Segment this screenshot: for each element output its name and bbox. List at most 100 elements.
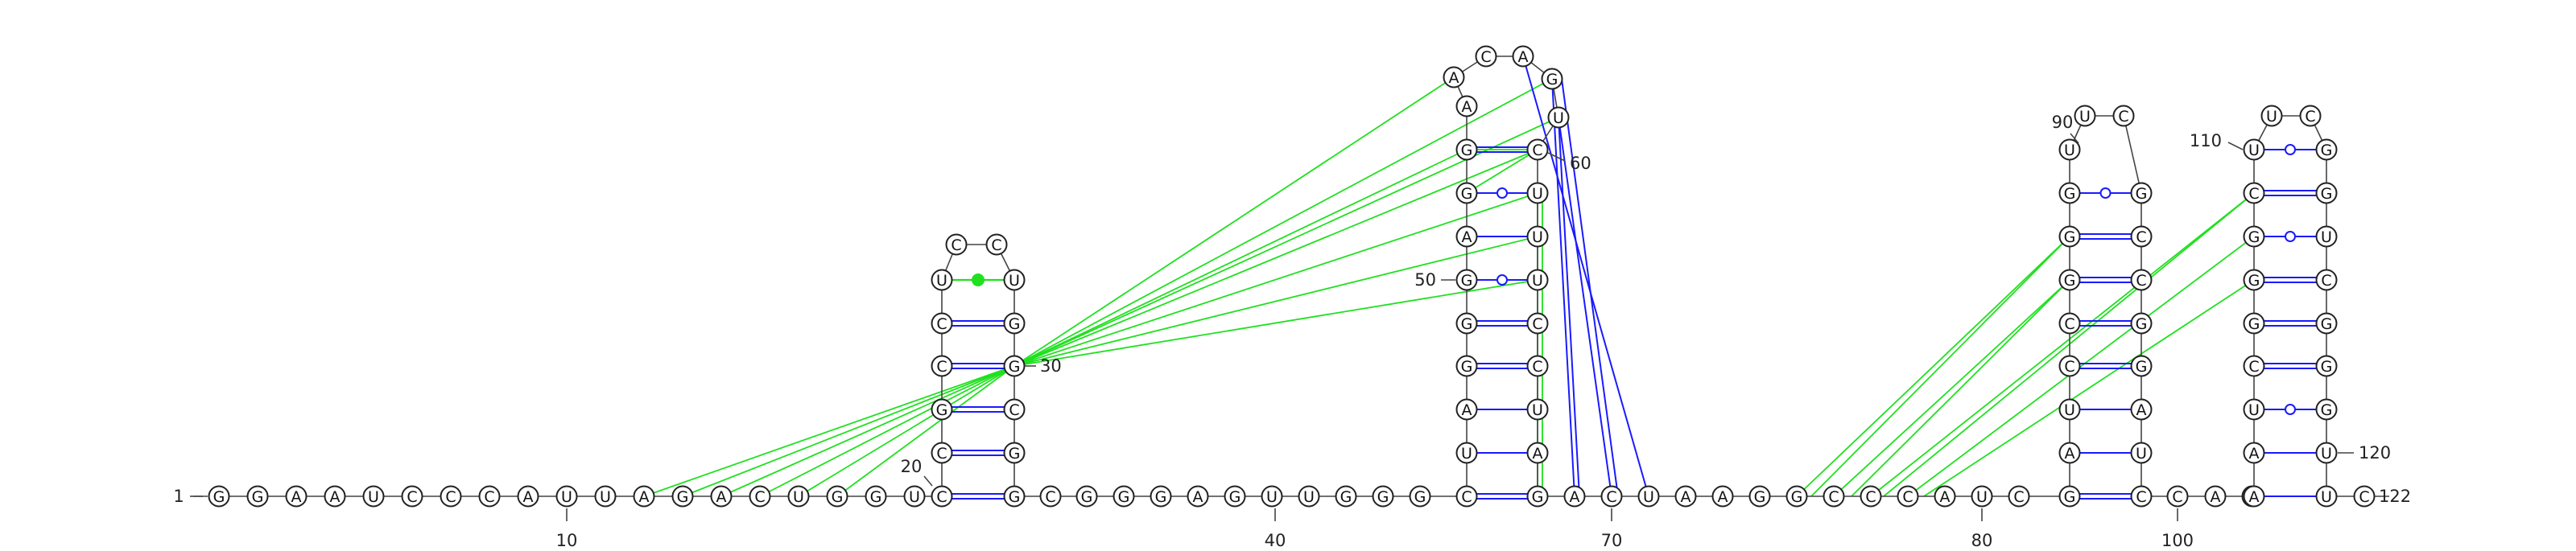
nucleotide-circle bbox=[2204, 485, 2227, 508]
nucleotide-A: A bbox=[517, 485, 539, 508]
axis-tick-label: 80 bbox=[1971, 531, 1993, 550]
nucleotide-circle bbox=[1298, 485, 1320, 508]
nucleotide-circle bbox=[2058, 182, 2081, 204]
nucleotide-U: U bbox=[2058, 398, 2081, 421]
nucleotide-letter: A bbox=[716, 488, 727, 506]
nucleotide-letter: U bbox=[936, 272, 947, 290]
nucleotide-A: A bbox=[1443, 66, 1465, 88]
pseudoknot-link bbox=[720, 365, 1015, 497]
nucleotide-circle bbox=[2243, 312, 2265, 335]
nucleotide-letter: A bbox=[1940, 488, 1951, 506]
nucleotide-circle bbox=[945, 233, 968, 256]
nucleotide-letter: A bbox=[291, 488, 302, 506]
nucleotide-circle bbox=[324, 485, 346, 508]
nucleotide-A: A bbox=[1455, 398, 1478, 421]
nucleotide-letter: G bbox=[2321, 315, 2333, 333]
nucleotide-circle bbox=[2243, 442, 2265, 464]
nucleotide-letter: C bbox=[2321, 272, 2331, 290]
nucleotide-circle bbox=[931, 442, 953, 464]
nucleotide-circle bbox=[285, 485, 308, 508]
nucleotide-G: G bbox=[2315, 138, 2338, 161]
nucleotide-G: G bbox=[826, 485, 848, 508]
nucleotide-circle bbox=[2130, 485, 2153, 508]
nucleotide-U: U bbox=[2130, 442, 2153, 464]
nucleotide-circle bbox=[1455, 269, 1478, 291]
nucleotide-G: G bbox=[1785, 485, 1808, 508]
nucleotide-C: C bbox=[1897, 485, 1919, 508]
nucleotide-U: U bbox=[2243, 138, 2265, 161]
nucleotide-A: A bbox=[1455, 225, 1478, 248]
nucleotide-circle bbox=[1187, 485, 1209, 508]
nucleotide-letter: U bbox=[2136, 445, 2147, 463]
wobble-pair-marker bbox=[2285, 231, 2296, 242]
nucleotide-circle bbox=[1455, 355, 1478, 377]
nucleotide-U: U bbox=[362, 485, 385, 508]
nucleotide-A: A bbox=[1711, 485, 1734, 508]
nucleotide-circle bbox=[2243, 269, 2265, 291]
nucleotide-letter: G bbox=[2064, 272, 2076, 290]
nucleotide-circle bbox=[1150, 485, 1172, 508]
nucleotide-letter: A bbox=[1533, 445, 1543, 463]
nucleotide-circle bbox=[2243, 398, 2265, 421]
nucleotide-letter: U bbox=[1532, 272, 1543, 290]
nucleotide-letter: G bbox=[936, 401, 948, 419]
nucleotide-letter: C bbox=[2136, 272, 2146, 290]
nucleotide-circle bbox=[1335, 485, 1357, 508]
pseudoknot-link bbox=[1013, 279, 1538, 367]
nucleotide-letter: U bbox=[2321, 488, 2332, 506]
nucleotide-C: C bbox=[401, 485, 423, 508]
nucleotide-circle bbox=[1526, 355, 1549, 377]
pseudoknot-link bbox=[1558, 117, 1580, 497]
nucleotide-circle bbox=[2260, 105, 2283, 127]
nucleotide-letter: G bbox=[2321, 185, 2333, 203]
nucleotide-circle bbox=[1455, 312, 1478, 335]
pseudoknot-green-links bbox=[643, 76, 2255, 497]
base-pairs bbox=[952, 144, 2317, 500]
nucleotide-circle bbox=[2315, 182, 2338, 204]
nucleotide-circle bbox=[1526, 269, 1549, 291]
nucleotide-circle bbox=[1455, 138, 1478, 161]
nucleotide-C: C bbox=[2058, 355, 2081, 377]
position-leader bbox=[2227, 142, 2244, 150]
nucleotide-U: U bbox=[1526, 398, 1549, 421]
nucleotide-C: C bbox=[2112, 105, 2135, 127]
nucleotide-C: C bbox=[931, 485, 953, 508]
nucleotide-circle bbox=[1455, 485, 1478, 508]
nucleotide-circle bbox=[1455, 95, 1478, 117]
nucleotide-circle bbox=[1075, 485, 1098, 508]
nucleotide-U: U bbox=[903, 485, 926, 508]
nucleotide-C: C bbox=[1823, 485, 1845, 508]
nucleotide-letter: C bbox=[1606, 488, 1616, 506]
nucleotide-letter: G bbox=[1009, 315, 1021, 333]
nucleotide-circle bbox=[2130, 269, 2153, 291]
nucleotide-circle bbox=[710, 485, 733, 508]
nucleotide-G: G bbox=[1335, 485, 1357, 508]
pseudoknot-link bbox=[1558, 117, 1612, 497]
pseudoknot-blue-links bbox=[1522, 56, 1649, 497]
nucleotide-letter: G bbox=[2321, 142, 2333, 159]
nucleotide-circle bbox=[2112, 105, 2135, 127]
nucleotide-A: A bbox=[2243, 442, 2265, 464]
nucleotide-circle bbox=[2315, 138, 2338, 161]
nucleotide-letter: C bbox=[1009, 401, 1019, 419]
position-label-110: 110 bbox=[2190, 131, 2222, 150]
nucleotide-letter: G bbox=[1009, 358, 1021, 376]
nucleotide-A: A bbox=[1187, 485, 1209, 508]
nucleotide-letter: G bbox=[213, 488, 225, 506]
nucleotide-letter: A bbox=[1718, 488, 1728, 506]
nucleotide-letter: C bbox=[2359, 488, 2369, 506]
position-label-50: 50 bbox=[1414, 270, 1436, 290]
nucleotide-G: G bbox=[1003, 312, 1026, 335]
nucleotide-circle bbox=[1003, 485, 1026, 508]
nucleotide-circle bbox=[1526, 442, 1549, 464]
nucleotide-G: G bbox=[1526, 485, 1549, 508]
nucleotide-letter: U bbox=[1643, 488, 1654, 506]
position-leader bbox=[2070, 133, 2079, 144]
nucleotide-letter: G bbox=[2136, 315, 2148, 333]
nucleotide-A: A bbox=[2058, 442, 2081, 464]
nucleotide-circle bbox=[1541, 68, 1563, 90]
nucleotide-letter: A bbox=[2249, 488, 2260, 506]
nucleotide-U: U bbox=[2315, 442, 2338, 464]
nucleotide-circle bbox=[2058, 442, 2081, 464]
